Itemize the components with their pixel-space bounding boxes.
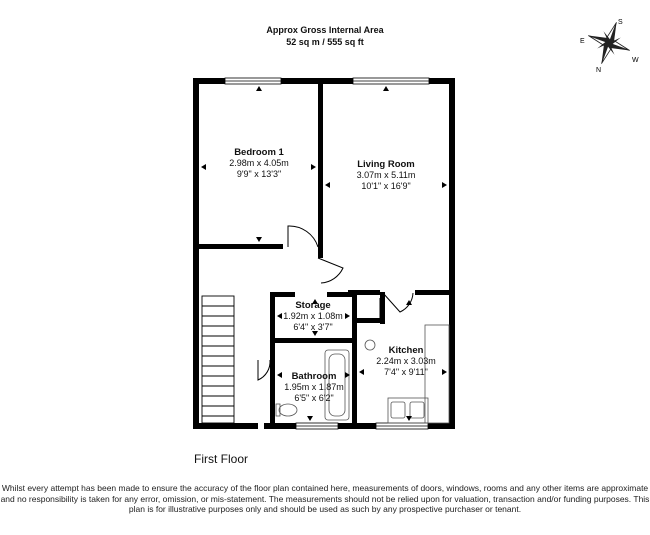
living-room-imperial: 10'1" x 16'9"	[361, 181, 411, 191]
bedroom-label: Bedroom 1 2.98m x 4.05m 9'9" x 13'3"	[229, 147, 289, 180]
internal-walls	[193, 78, 455, 429]
living-room-metric: 3.07m x 5.11m	[356, 170, 416, 180]
compass-w: W	[632, 57, 639, 64]
storage-metric: 1.92m x 1.08m	[283, 311, 343, 321]
compass-n: N	[596, 67, 601, 74]
area-title: Approx Gross Internal Area	[266, 25, 384, 35]
bathroom-name: Bathroom	[291, 371, 337, 382]
bedroom-name: Bedroom 1	[234, 147, 284, 158]
compass-rose-icon: S E W N	[580, 19, 639, 74]
storage-label: Storage 1.92m x 1.08m 6'4" x 3'7"	[283, 300, 343, 333]
measurement-arrows	[201, 86, 447, 421]
floor-label: First Floor	[194, 452, 248, 466]
bathroom-metric: 1.95m x 1.87m	[284, 382, 344, 392]
compass-s: S	[618, 19, 623, 26]
kitchen-metric: 2.24m x 3.03m	[376, 356, 436, 366]
kitchen-name: Kitchen	[388, 345, 424, 356]
compass-e: E	[580, 38, 585, 45]
storage-imperial: 6'4" x 3'7"	[293, 322, 333, 332]
bathroom-imperial: 6'5" x 6'2"	[294, 393, 334, 403]
kitchen-label: Kitchen 2.24m x 3.03m 7'4" x 9'11"	[376, 345, 436, 378]
bathroom-fixtures	[275, 349, 350, 421]
area-heading: Approx Gross Internal Area 52 sq m / 555…	[0, 24, 650, 48]
area-value: 52 sq m / 555 sq ft	[286, 37, 364, 47]
bedroom-metric: 2.98m x 4.05m	[229, 158, 289, 168]
living-room-label: Living Room 3.07m x 5.11m 10'1" x 16'9"	[357, 159, 416, 192]
disclaimer-text: Whilst every attempt has been made to en…	[0, 483, 650, 514]
living-room-name: Living Room	[357, 159, 415, 170]
storage-name: Storage	[295, 300, 331, 311]
staircase	[201, 295, 235, 424]
kitchen-fixtures	[364, 324, 450, 424]
kitchen-imperial: 7'4" x 9'11"	[384, 367, 428, 377]
bathroom-label: Bathroom 1.95m x 1.87m 6'5" x 6'2"	[284, 371, 344, 404]
bedroom-imperial: 9'9" x 13'3"	[236, 169, 282, 179]
doors	[257, 225, 414, 381]
